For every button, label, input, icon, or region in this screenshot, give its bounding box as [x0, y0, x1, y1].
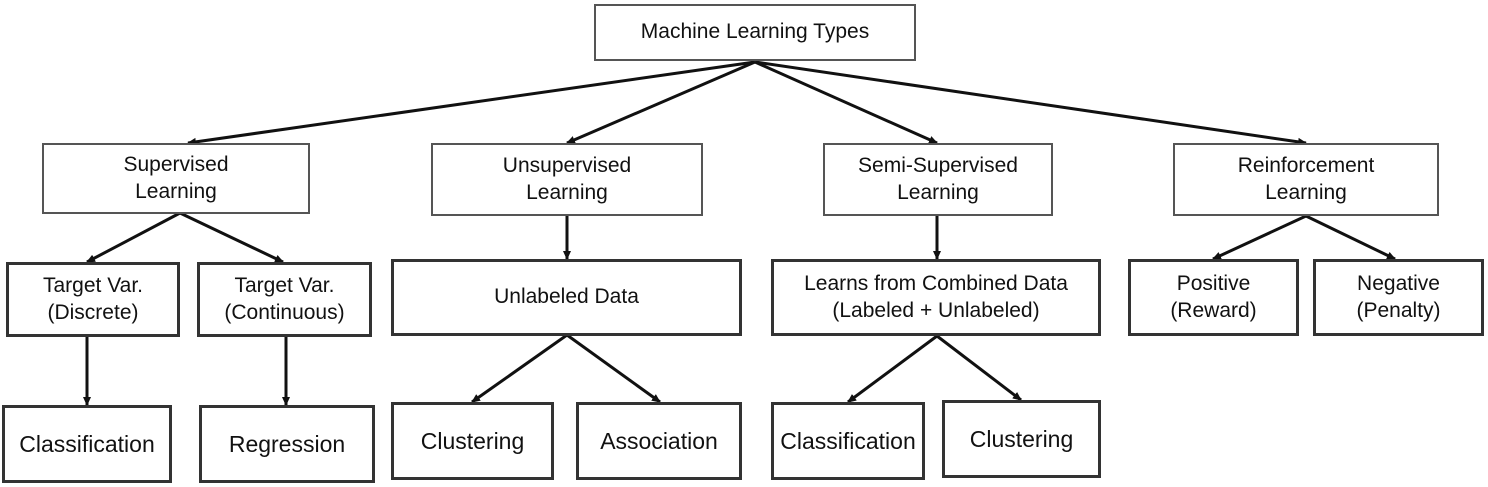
arrow-data-clustering [471, 333, 568, 404]
arrow-supervised-continuous [179, 211, 284, 264]
arrow-combined-classification [847, 334, 938, 404]
supervised-line1: Supervised [123, 153, 229, 177]
unlabeled-data-node: Unlabeled Data [391, 259, 742, 336]
root-node: Machine Learning Types [594, 4, 916, 61]
arrow-reinforcement-negative [1305, 214, 1396, 261]
combined-data-node: Learns from Combined Data(Labeled + Unla… [771, 259, 1101, 336]
semi-clustering-label: Clustering [969, 425, 1074, 452]
arrow-root-semi [754, 60, 938, 145]
unsupervised-clustering-label: Clustering [420, 427, 525, 454]
target-continuous-node: Target Var.(Continuous) [197, 262, 372, 337]
continuous-line1: Target Var. [234, 274, 335, 298]
discrete-line2: (Discrete) [47, 300, 139, 324]
semi-classification-node: Classification [771, 402, 925, 480]
regression-label: Regression [228, 430, 346, 457]
negative-penalty-node: Negative(Penalty) [1313, 259, 1484, 336]
arrow-root-unsupervised [566, 60, 756, 145]
association-node: Association [576, 402, 742, 480]
root-label: Machine Learning Types [640, 20, 870, 44]
reinforcement-line1: Reinforcement [1237, 154, 1375, 178]
semi-classification-label: Classification [780, 427, 916, 454]
positive-reward-node: Positive(Reward) [1128, 259, 1299, 336]
unlabeled-data-label: Unlabeled Data [494, 285, 639, 309]
supervised-classification-label: Classification [19, 430, 155, 457]
positive-line2: (Reward) [1170, 298, 1257, 322]
reinforcement-line2: Learning [1265, 180, 1347, 204]
arrow-root-reinforcement [754, 60, 1307, 146]
arrow-combined-clustering [936, 334, 1022, 402]
semi-line1: Semi-Supervised [858, 154, 1018, 178]
unsupervised-clustering-node: Clustering [391, 402, 554, 480]
arrow-data-association [566, 333, 661, 404]
discrete-line1: Target Var. [43, 274, 143, 298]
combined-data-line2: (Labeled + Unlabeled) [832, 298, 1040, 322]
arrow-reinforcement-positive [1212, 214, 1307, 261]
target-discrete-node: Target Var.(Discrete) [6, 262, 180, 337]
continuous-line2: (Continuous) [224, 300, 345, 324]
association-label: Association [600, 427, 718, 454]
unsupervised-line1: Unsupervised [502, 154, 632, 178]
regression-node: Regression [199, 405, 375, 483]
supervised-classification-node: Classification [2, 405, 172, 483]
arrow-root-supervised [187, 60, 756, 146]
unsupervised-line2: Learning [526, 180, 608, 204]
semi-clustering-node: Clustering [942, 400, 1101, 478]
arrow-supervised-discrete [86, 211, 181, 264]
positive-line1: Positive [1176, 272, 1251, 296]
negative-line1: Negative [1357, 272, 1440, 296]
negative-line2: (Penalty) [1356, 298, 1441, 322]
semi-line2: Learning [897, 180, 979, 204]
supervised-line2: Learning [135, 179, 217, 203]
combined-data-line1: Learns from Combined Data [804, 272, 1068, 296]
